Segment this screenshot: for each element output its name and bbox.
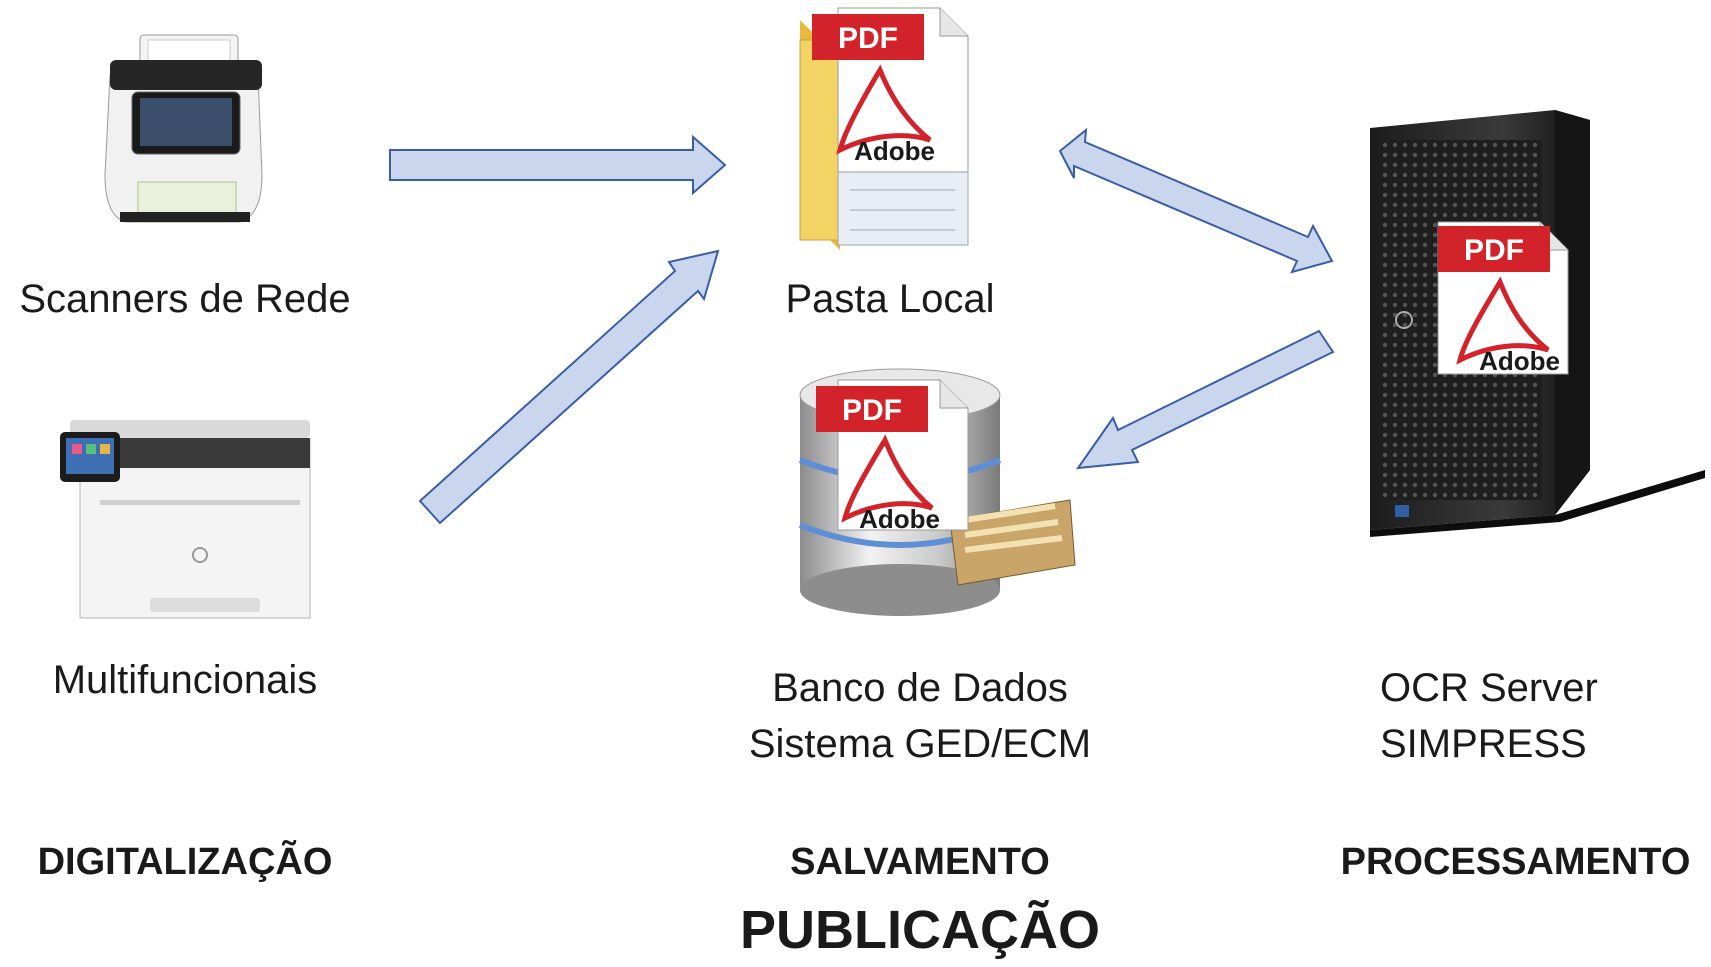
arrow-mfp-to-folder: [418, 249, 720, 525]
database-icon: PDF Adobe: [798, 368, 1076, 616]
stage-salvamento: SALVAMENTO: [790, 841, 1050, 883]
server-label: OCR Server SIMPRESS: [1380, 660, 1660, 772]
pdf-header-text: PDF: [838, 22, 898, 55]
database-label-line1: Banco de Dados: [772, 666, 1068, 710]
mfp-label: Multifuncionais: [52, 658, 318, 702]
stage-publicacao: PUBLICAÇÃO: [740, 900, 1100, 960]
pdf-header-text: PDF: [842, 394, 902, 427]
network-scanner-icon: [104, 34, 263, 223]
scanner-label: Scanners de Rede: [19, 277, 351, 321]
adobe-text: Adobe: [1479, 346, 1560, 376]
server-label-line1: OCR Server: [1380, 666, 1598, 710]
pdf-header-text: PDF: [1464, 234, 1524, 267]
stage-processamento: PROCESSAMENTO: [1340, 841, 1691, 883]
adobe-text: Adobe: [854, 136, 935, 166]
arrow-folder-server-bidirectional: [1058, 127, 1334, 274]
server-label-line2: SIMPRESS: [1380, 722, 1587, 766]
database-label: Banco de Dados Sistema GED/ECM: [720, 660, 1120, 772]
stage-digitalizacao: DIGITALIZAÇÃO: [37, 841, 333, 883]
arrow-server-to-database: [1075, 329, 1335, 470]
adobe-text: Adobe: [859, 504, 940, 534]
ocr-server-icon: PDF Adobe: [1370, 110, 1705, 537]
folder-label: Pasta Local: [785, 277, 995, 321]
multifunction-printer-icon: [60, 420, 311, 619]
local-folder-icon: PDF Adobe: [799, 7, 969, 250]
arrow-scanner-to-folder: [389, 134, 727, 196]
database-label-line2: Sistema GED/ECM: [748, 722, 1092, 766]
